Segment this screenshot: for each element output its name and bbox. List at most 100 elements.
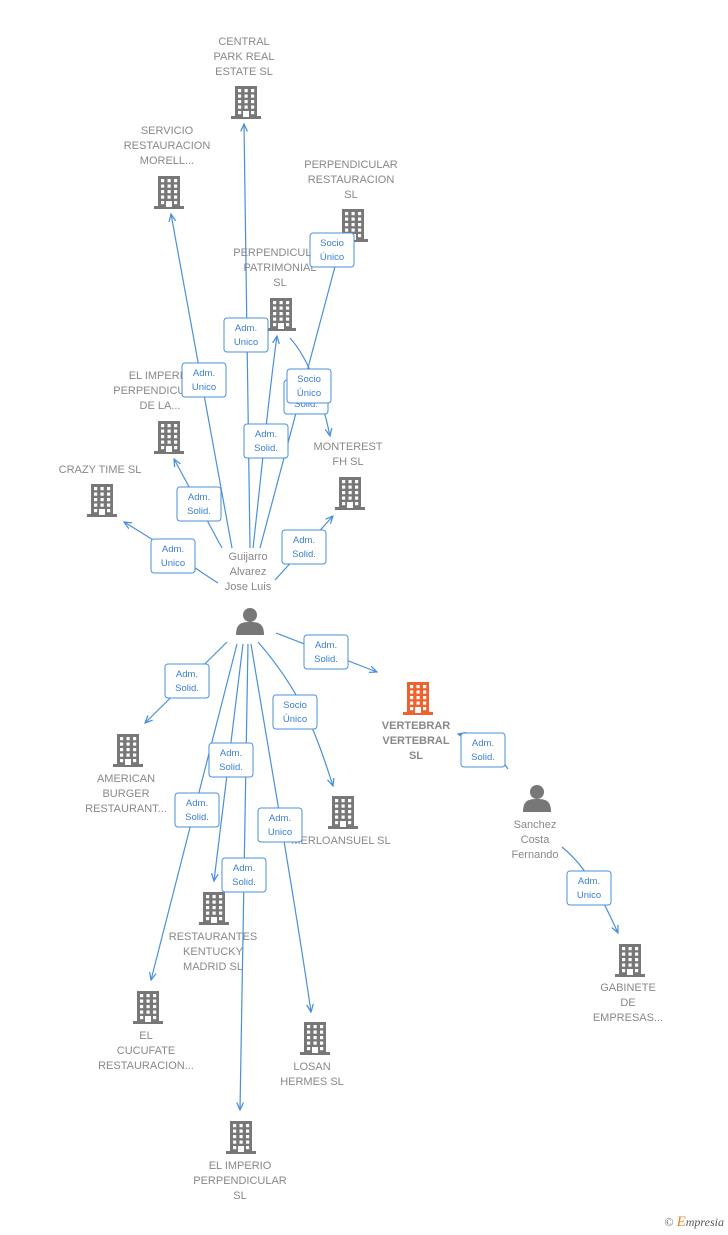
node-gabinete[interactable]: GABINETE DE EMPRESAS... xyxy=(593,944,663,1024)
edge-label-line: Adm. xyxy=(188,492,210,503)
edge-label-guijarro-to-central_park[interactable]: Adm.Unico xyxy=(223,317,269,353)
node-label-line: EMPRESAS... xyxy=(593,1012,663,1024)
building-icon xyxy=(226,1121,256,1154)
node-label-line: DE xyxy=(620,997,635,1009)
edge-label-line: Adm. xyxy=(220,748,242,759)
edge-label-line: Socio xyxy=(320,238,344,249)
node-el-cucufate[interactable]: ELCUCUFATERESTAURACION... xyxy=(98,991,194,1072)
edge-label-guijarro-to-losan[interactable]: Adm. Unico xyxy=(257,807,303,843)
node-servicio[interactable]: SERVICIORESTAURACIONMORELL... xyxy=(124,125,211,209)
edge-label-guijarro-to-el_imperio_la[interactable]: Adm. Solid. xyxy=(176,486,222,522)
edge-label-guijarro-to-american[interactable]: Adm.Solid. xyxy=(164,663,210,699)
edge-label-guijarro-to-servicio[interactable]: Adm.Unico xyxy=(181,362,227,398)
edge-label-line: Único xyxy=(320,252,344,263)
building-icon xyxy=(231,86,261,119)
node-label-line: RESTAURANT... xyxy=(85,803,167,815)
edge-label-line: Solid. xyxy=(187,506,211,517)
node-label-line: LOSAN xyxy=(293,1061,330,1073)
node-label-line: MADRID SL xyxy=(183,961,243,973)
building-icon xyxy=(300,1022,330,1055)
node-label-line: Jose Luis xyxy=(225,581,272,593)
edge-label-line: Único xyxy=(283,714,307,725)
node-label-line: EL IMPERIO xyxy=(129,370,192,382)
edge-label-line: Adm. xyxy=(293,535,315,546)
node-restaurantes-kentucky[interactable]: RESTAURANTES KENTUCKY MADRID SL xyxy=(169,892,257,973)
node-label-line: Alvarez xyxy=(230,566,267,578)
building-icon xyxy=(403,682,433,715)
node-label-line: SERVICIO xyxy=(141,125,194,137)
node-label-line: AMERICAN xyxy=(97,773,155,785)
edge-label-line: Solid. xyxy=(292,549,316,560)
node-label-line: Guijarro xyxy=(228,551,267,563)
edge-label-line: Unico xyxy=(268,827,292,838)
node-label-line: SL xyxy=(409,750,423,762)
copyright-symbol: © xyxy=(664,1215,674,1229)
brand-name: mpresia xyxy=(685,1215,724,1229)
node-label-line: EL IMPERIO xyxy=(209,1160,272,1172)
node-label-line: VERTEBRAR xyxy=(382,720,451,732)
edge-label-line: Adm. xyxy=(255,429,277,440)
node-label-line: RESTAURACION xyxy=(124,140,211,152)
node-label-line: GABINETE xyxy=(600,982,656,994)
edge-label-guijarro-to-perp_patr[interactable]: Adm. Solid. xyxy=(243,423,289,459)
node-el-imperio-sl[interactable]: EL IMPERIO PERPENDICULAR SL xyxy=(193,1121,287,1202)
node-label-line: PERPENDICULAR xyxy=(193,1175,287,1187)
edge-label-line: Adm. xyxy=(176,669,198,680)
edge-label-line: Unico xyxy=(161,558,185,569)
node-label-line: ESTATE SL xyxy=(215,66,273,78)
building-icon xyxy=(154,176,184,209)
node-label-line: SL xyxy=(233,1190,246,1202)
edge-label-line: Adm. xyxy=(233,863,255,874)
node-label-line: CRAZY TIME SL xyxy=(59,464,142,476)
node-label-line: PATRIMONIAL xyxy=(244,262,317,274)
node-label-line: HERMES SL xyxy=(280,1076,344,1088)
node-merloansuel[interactable]: MERLOANSUEL SL xyxy=(291,796,391,847)
edge-label-line: Solid. xyxy=(185,812,209,823)
node-label-line: MONTEREST xyxy=(313,441,382,453)
edge-label-line: Adm. xyxy=(315,640,337,651)
edge-label-guijarro-to-restaurantes_kentucky[interactable]: Adm.Solid. xyxy=(208,742,254,778)
edge-label-sanchez-to-gabinete[interactable]: Adm. Unico xyxy=(566,870,612,906)
edge-label-line: Solid. xyxy=(254,443,278,454)
edge-label-guijarro-to-crazy_time[interactable]: Adm.Unico xyxy=(150,538,196,574)
node-label-line: Fernando xyxy=(511,849,558,861)
node-losan[interactable]: LOSAN HERMES SL xyxy=(280,1022,344,1088)
edge-label-line: Solid. xyxy=(471,752,495,763)
edge-label-line: Unico xyxy=(577,890,601,901)
edge-label-line: Adm. xyxy=(269,813,291,824)
edge-label-guijarro-to-vertebrar[interactable]: Adm.Solid. xyxy=(303,634,349,670)
edge-label-line: Adm. xyxy=(193,368,215,379)
node-label-line: FH SL xyxy=(332,456,363,468)
node-label-line: KENTUCKY xyxy=(183,946,244,958)
node-label-line: RESTAURANTES xyxy=(169,931,257,943)
node-crazy-time[interactable]: CRAZY TIME SL xyxy=(59,464,142,517)
building-icon xyxy=(133,991,163,1024)
building-icon xyxy=(328,796,358,829)
edge-label-line: Adm. xyxy=(472,738,494,749)
edge-label-sanchez-to-vertebrar[interactable]: Adm. Solid. xyxy=(460,732,506,768)
building-icon xyxy=(199,892,229,925)
node-label-line: Sanchez xyxy=(514,819,557,831)
edge-label-guijarro-to-el_imperio_sl[interactable]: Adm.Solid. xyxy=(221,857,267,893)
edge-label-line: Adm. xyxy=(578,876,600,887)
node-label-line: Costa xyxy=(521,834,551,846)
edge-label-line: Unico xyxy=(234,337,258,348)
edge-label-line: Solid. xyxy=(294,399,318,410)
node-label-line: EL xyxy=(139,1030,152,1042)
person-icon xyxy=(523,785,551,812)
node-monterest[interactable]: MONTEREST FH SL xyxy=(313,441,383,510)
edge-label-guijarro-to-monterest[interactable]: Adm. Solid. xyxy=(281,529,327,565)
edge-label-line: Socio xyxy=(283,700,307,711)
edge-label-guijarro-to-el_cucufate[interactable]: Adm.Solid. xyxy=(174,792,220,828)
node-american[interactable]: AMERICANBURGERRESTAURANT... xyxy=(85,734,167,815)
